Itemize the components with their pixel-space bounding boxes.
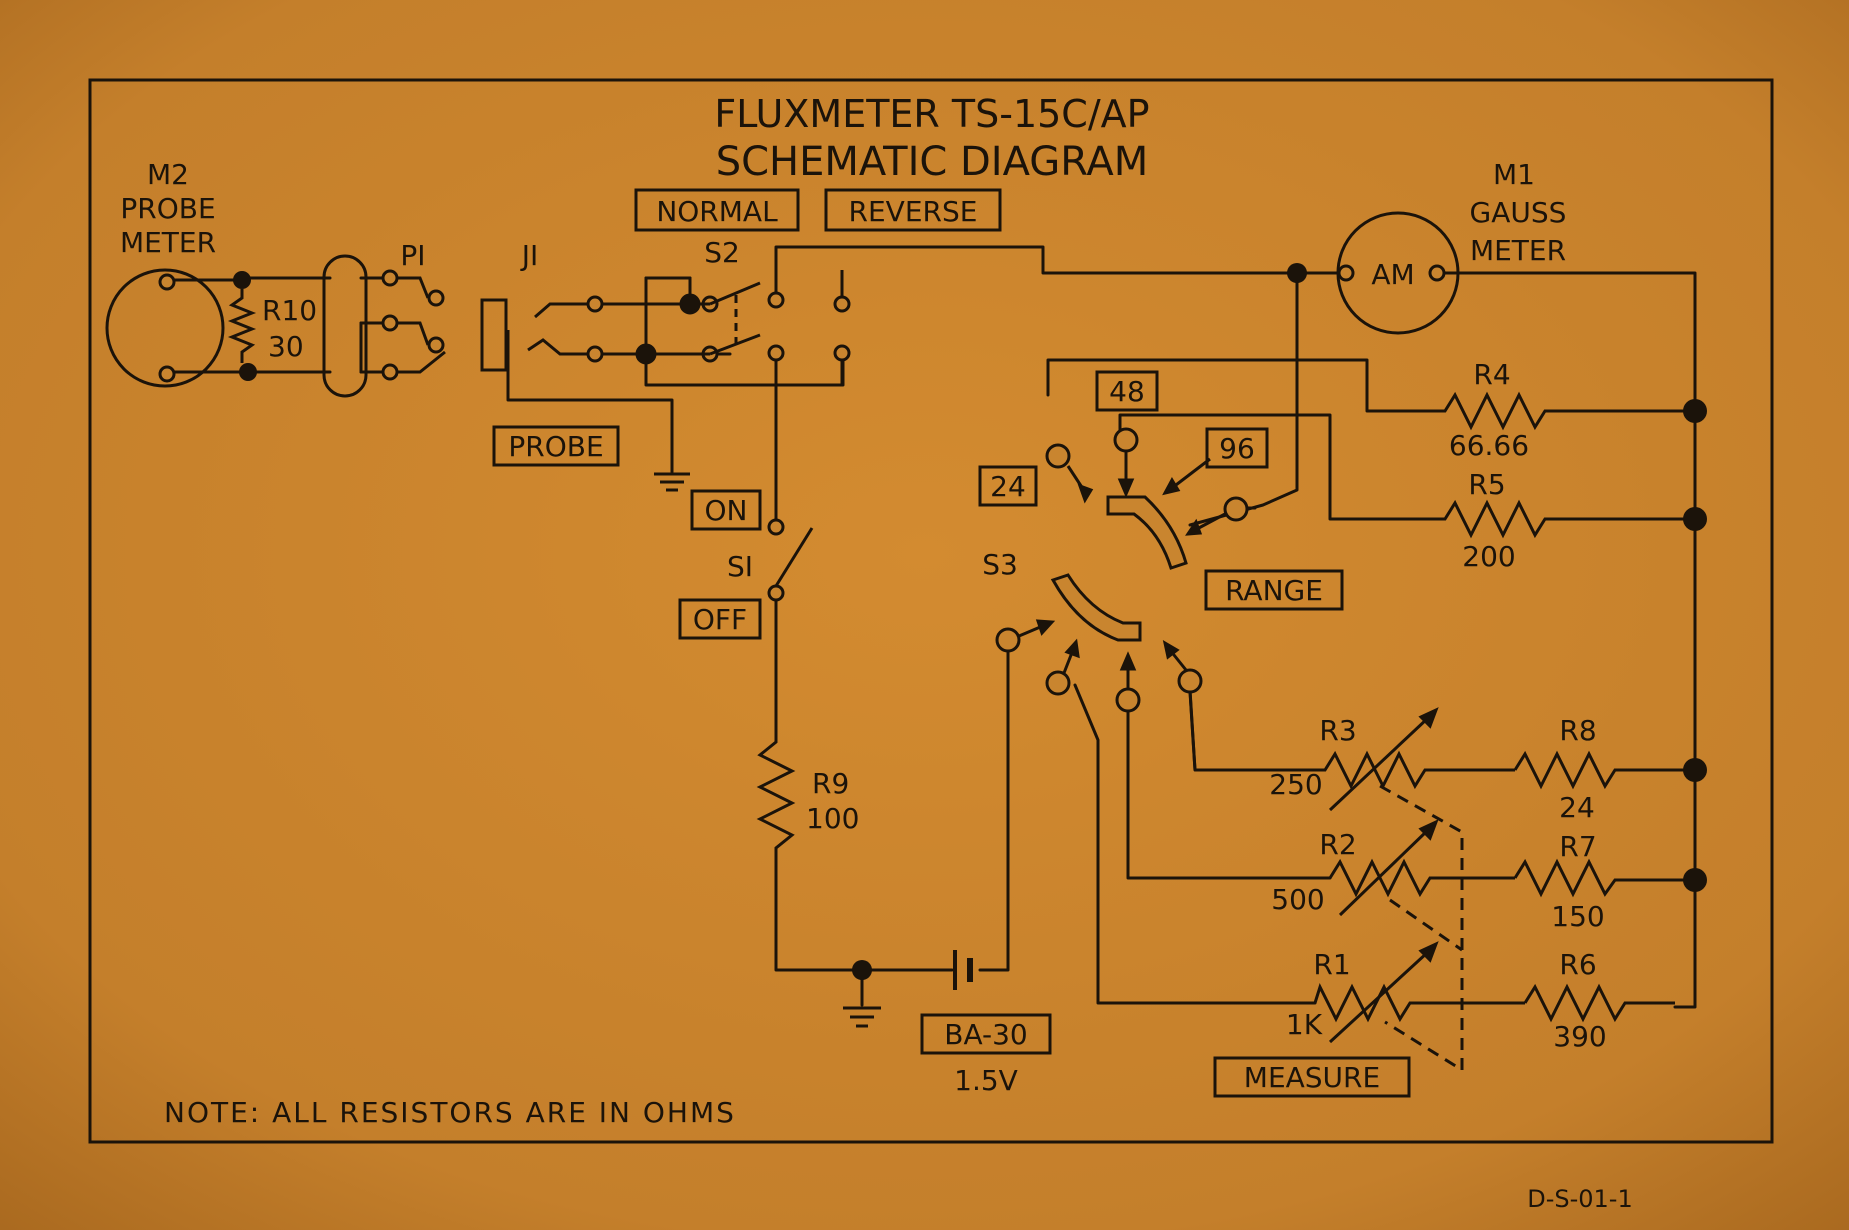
s1-label: SI <box>727 550 753 583</box>
switch-s1 <box>767 518 814 602</box>
gauss-meter-am: AM <box>1371 258 1414 291</box>
diagram-border <box>88 78 1774 1144</box>
r3-value: 250 <box>1269 768 1322 801</box>
range-switch-s3a <box>1045 427 1249 570</box>
range-48-label: 48 <box>1109 375 1145 408</box>
document-number: D-S-01-1 <box>1527 1185 1633 1213</box>
battery-voltage: 1.5V <box>954 1064 1018 1097</box>
probe-meter-terminal <box>158 365 176 383</box>
r5-value: 200 <box>1462 540 1515 573</box>
resistor-r3 <box>1195 707 1439 812</box>
r7-ref: R7 <box>1559 830 1596 863</box>
reverse-box-label: REVERSE <box>849 195 978 228</box>
gauss-meter-line2: METER <box>1470 234 1566 267</box>
r10-value: 30 <box>268 330 304 363</box>
resistor-r10 <box>227 289 257 363</box>
rail-junctions <box>1683 399 1707 892</box>
title-line1: FLUXMETER TS-15C/AP <box>714 92 1149 136</box>
resistor-r2 <box>1328 819 1440 917</box>
r9-ref: R9 <box>812 767 849 800</box>
r6-ref: R6 <box>1559 948 1596 981</box>
probe-meter-labels: M2 PROBE METER <box>120 158 216 259</box>
resistor-r9 <box>756 730 796 860</box>
junction-dot <box>1287 263 1307 283</box>
probe-meter-ref: M2 <box>147 158 189 191</box>
resistor-r5 <box>1435 499 1555 539</box>
probe-cable-shield <box>322 254 368 398</box>
r3-ref: R3 <box>1319 714 1356 747</box>
r2-value: 500 <box>1271 883 1324 916</box>
ground-symbol <box>843 1006 881 1028</box>
r1-value: 1K <box>1286 1008 1323 1041</box>
resistor-r4 <box>1435 391 1555 431</box>
jack-label: JI <box>520 239 539 272</box>
title-line2: SCHEMATIC DIAGRAM <box>716 139 1149 185</box>
note-text: NOTE: ALL RESISTORS ARE IN OHMS <box>164 1096 736 1129</box>
probe-meter-line2: METER <box>120 226 216 259</box>
probe-box-label: PROBE <box>508 430 603 463</box>
r5-ref: R5 <box>1468 468 1505 501</box>
jack-j1 <box>480 298 508 372</box>
on-box-label: ON <box>705 494 748 527</box>
r8-ref: R8 <box>1559 714 1596 747</box>
probe-meter-line1: PROBE <box>120 192 215 225</box>
junction-dot <box>239 363 257 381</box>
resistor-r8 <box>1513 750 1627 790</box>
r2-ref: R2 <box>1319 828 1356 861</box>
gauss-meter-line1: GAUSS <box>1470 196 1567 229</box>
junction-dot <box>233 271 251 289</box>
measure-box-label: MEASURE <box>1244 1061 1380 1094</box>
s3-label: S3 <box>982 548 1018 581</box>
plug-label: PI <box>400 239 425 272</box>
junction-dot <box>852 960 872 980</box>
jack-contacts <box>527 295 604 363</box>
switch-s2 <box>635 265 851 385</box>
ground-symbol <box>654 472 690 492</box>
s2-label: S2 <box>704 236 740 269</box>
battery-box-label: BA-30 <box>944 1018 1027 1051</box>
r6-value: 390 <box>1553 1020 1606 1053</box>
probe-meter-symbol <box>105 268 225 388</box>
off-box-label: OFF <box>693 603 747 636</box>
range-96-label: 96 <box>1219 432 1255 465</box>
r4-value: 66.66 <box>1449 429 1529 462</box>
range-24-label: 24 <box>990 470 1026 503</box>
r4-ref: R4 <box>1473 358 1510 391</box>
plug-p1 <box>381 269 446 381</box>
r8-value: 24 <box>1559 791 1595 824</box>
battery-symbol <box>953 950 973 990</box>
resistor-r7 <box>1513 858 1627 898</box>
r10-ref: R10 <box>262 294 317 327</box>
ganged-linkage <box>1379 784 1464 1073</box>
measure-switch-s3b <box>995 573 1203 771</box>
r1-ref: R1 <box>1313 948 1350 981</box>
probe-meter-terminal <box>158 273 176 291</box>
r9-value: 100 <box>806 802 859 835</box>
r7-value: 150 <box>1551 900 1604 933</box>
resistor-r6 <box>1523 983 1675 1023</box>
resistor-r1 <box>1313 941 1440 1044</box>
gauss-meter-ref: M1 <box>1493 158 1535 191</box>
range-box-label: RANGE <box>1225 574 1323 607</box>
normal-box-label: NORMAL <box>656 195 778 228</box>
